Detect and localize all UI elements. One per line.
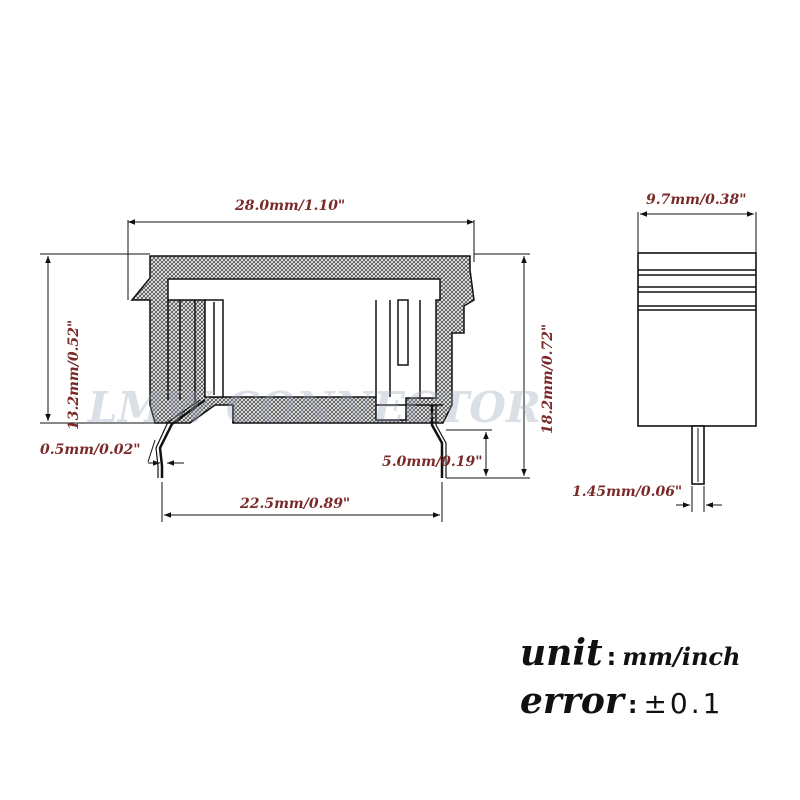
label-total-height: 18.2mm/0.72": [540, 324, 556, 434]
front-dimension-lines: [40, 219, 530, 522]
side-view: [637, 252, 757, 485]
front-left-pin: [158, 398, 206, 478]
front-view: [130, 255, 475, 478]
side-dimension-lines: [637, 211, 757, 512]
front-right-pin: [430, 405, 444, 478]
label-pin-length: 5.0mm/0.19": [382, 454, 483, 470]
label-side-width: 9.7mm/0.38": [646, 192, 747, 208]
watermark-text: LMW CONNECTOR: [87, 383, 541, 432]
error-row: error:±0.1: [520, 680, 723, 722]
error-value: ±0.1: [643, 687, 724, 720]
error-colon: :: [627, 691, 638, 719]
unit-label: unit: [520, 632, 603, 674]
unit-row: unit:mm/inch: [520, 632, 740, 674]
label-side-pin-width: 1.45mm/0.06": [572, 484, 682, 500]
label-pin-thickness: 0.5mm/0.02": [40, 442, 141, 458]
unit-value: mm/inch: [622, 642, 741, 671]
label-overall-width: 28.0mm/1.10": [234, 198, 345, 214]
legend: unit:mm/inch error:±0.1: [520, 632, 790, 742]
error-label: error: [520, 680, 624, 722]
side-housing: [637, 252, 757, 427]
label-body-height: 13.2mm/0.52": [66, 320, 82, 430]
label-pin-spacing: 22.5mm/0.89": [239, 496, 350, 512]
unit-colon: :: [606, 643, 617, 671]
